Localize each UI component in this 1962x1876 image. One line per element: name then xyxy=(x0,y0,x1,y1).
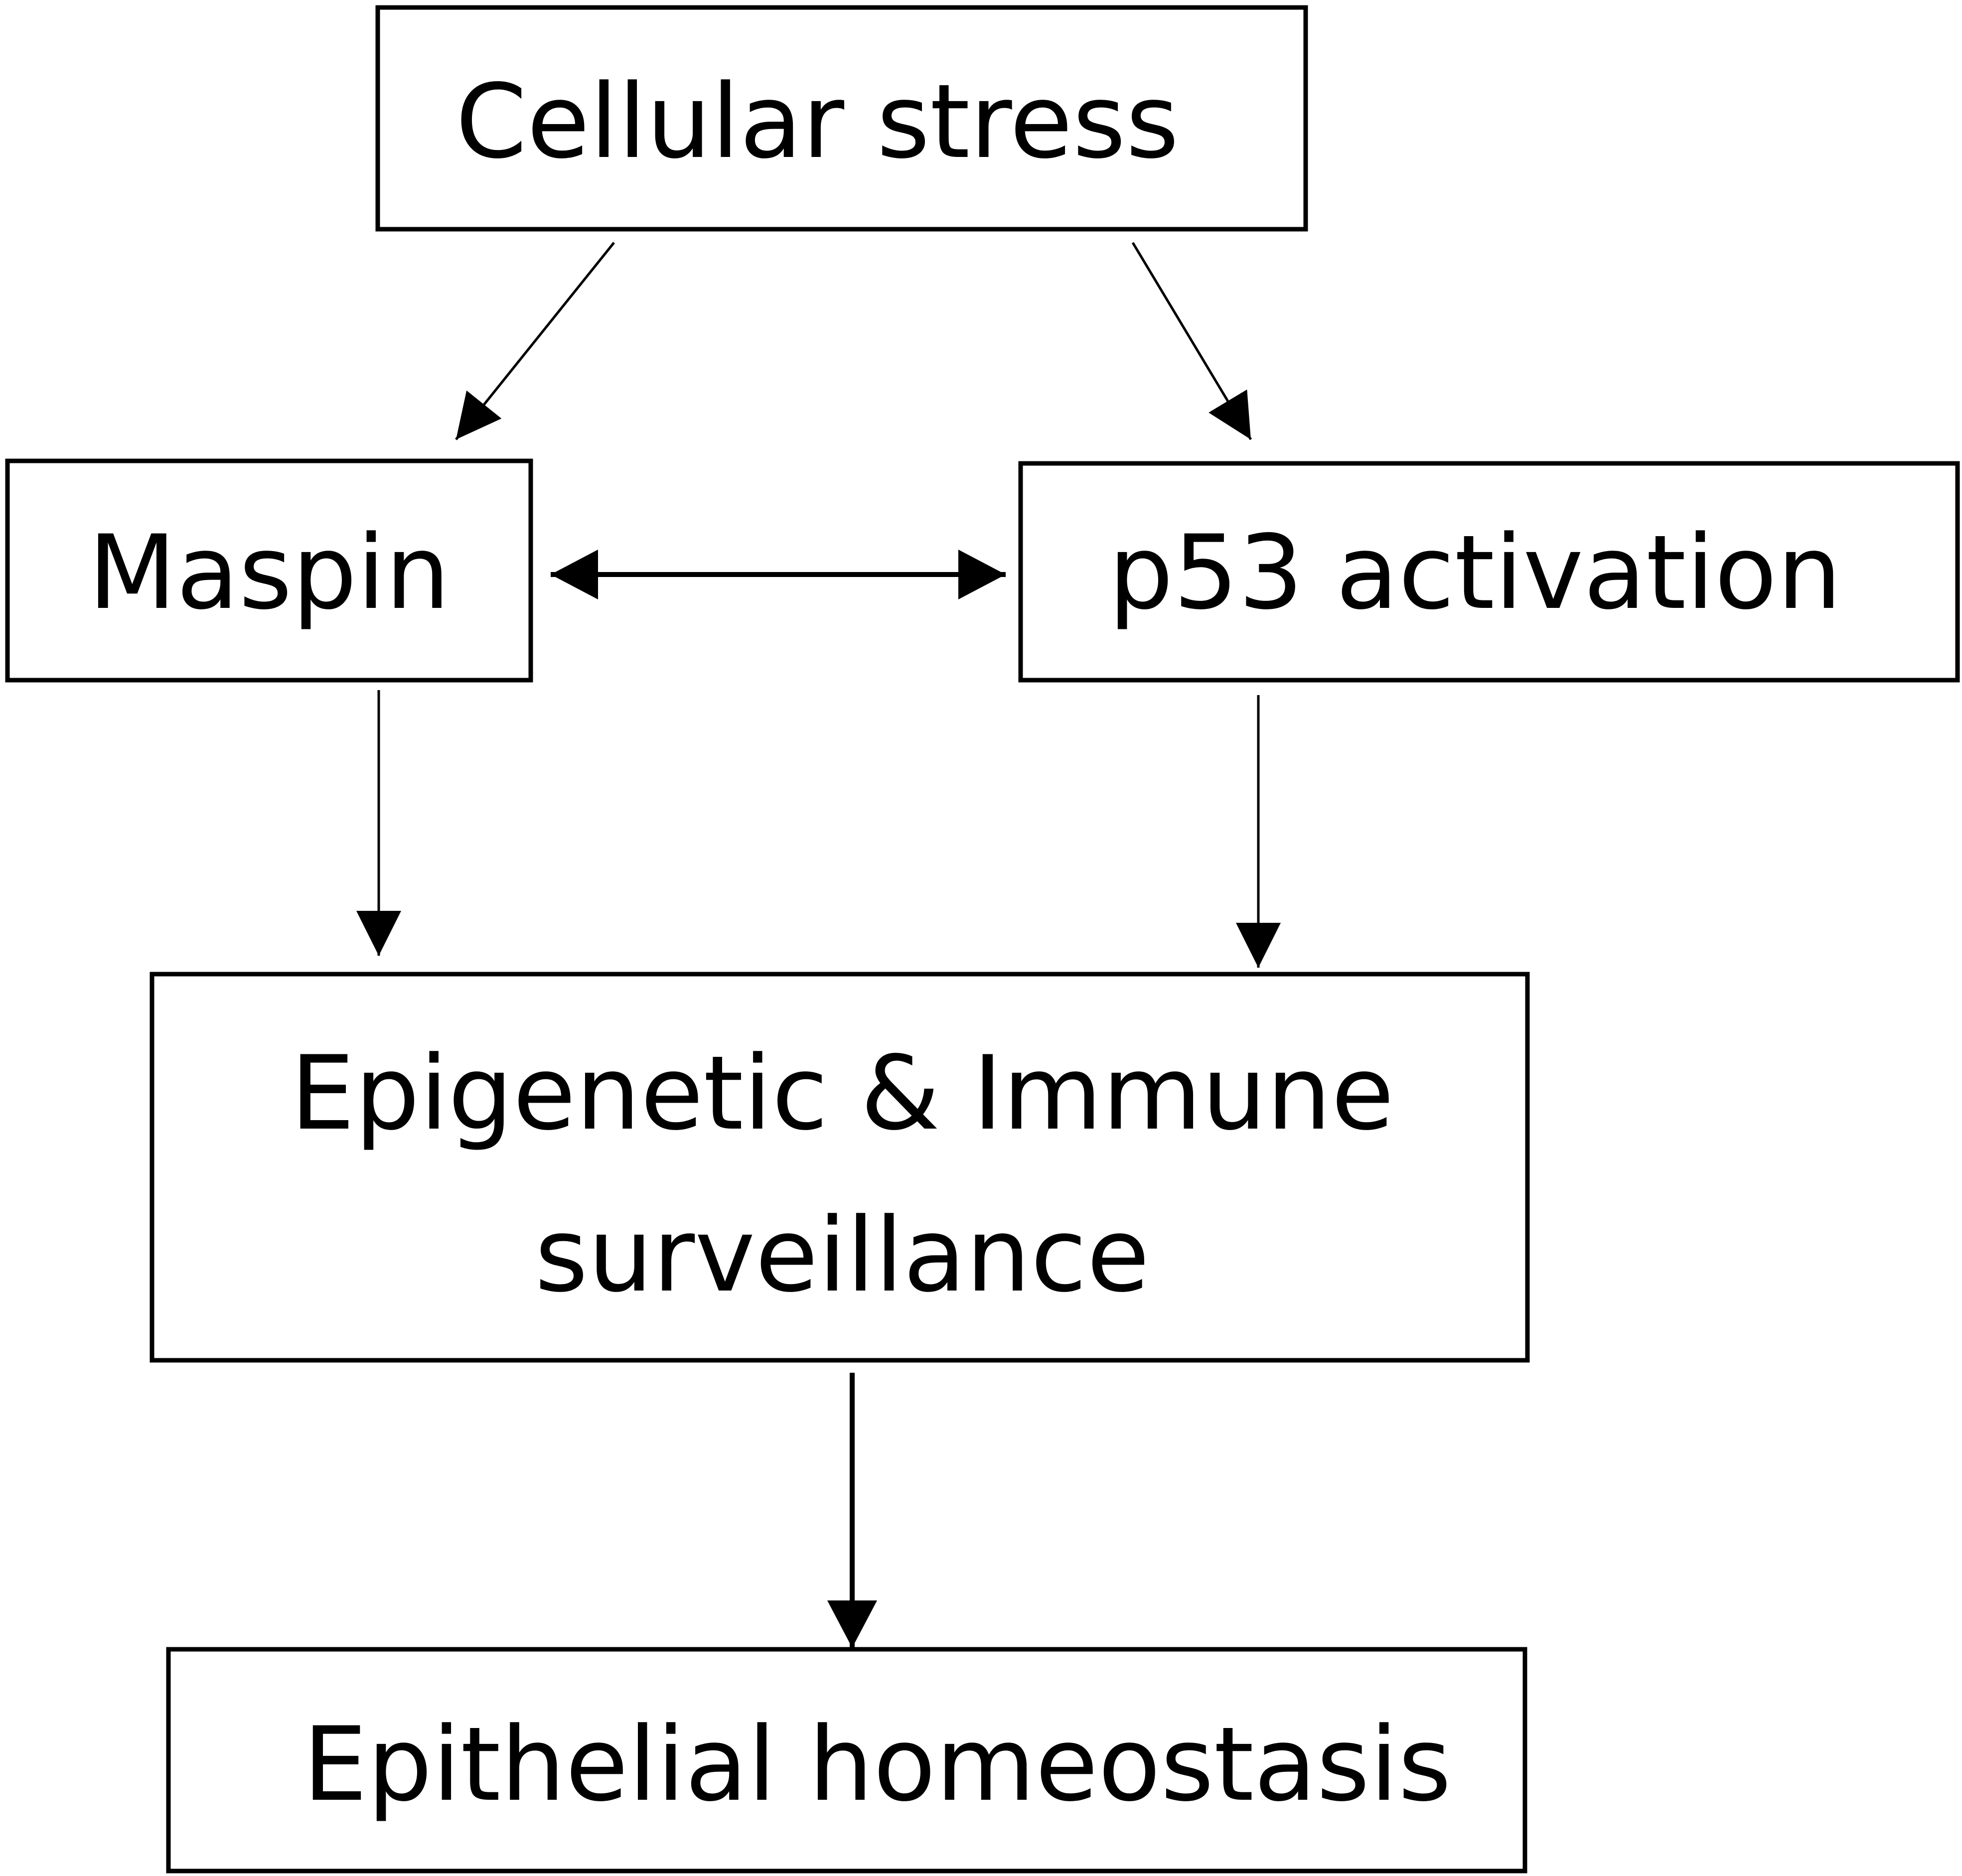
node-epithelial-homeostasis-label: Epithelial homeostasis xyxy=(303,1706,1452,1824)
node-p53-activation-box xyxy=(1018,461,1960,683)
node-epigenetic-immune-label-line2: surveillance xyxy=(535,1196,1150,1315)
edge-cellular-stress-to-maspin xyxy=(455,242,615,440)
node-maspin-label: Maspin xyxy=(88,514,450,632)
node-p53-activation-label: p53 activation xyxy=(1108,514,1841,632)
node-epigenetic-immune-label-line1: Epigenetic & Immune xyxy=(291,1034,1394,1153)
node-epigenetic-immune-surveillance: Epigenetic & Immune surveillance xyxy=(150,972,1530,1363)
node-epithelial-homeostasis-box xyxy=(166,1647,1527,1874)
node-cellular-stress-label: Cellular stress xyxy=(455,63,1179,181)
node-maspin: Maspin xyxy=(5,458,533,683)
node-epigenetic-immune-box xyxy=(150,972,1530,1363)
edge-cellular-stress-to-p53 xyxy=(1131,242,1252,440)
node-p53-activation: p53 activation xyxy=(1018,461,1960,683)
node-cellular-stress-box xyxy=(375,5,1308,232)
node-maspin-box xyxy=(5,458,533,683)
node-cellular-stress: Cellular stress xyxy=(375,5,1308,232)
node-epithelial-homeostasis: Epithelial homeostasis xyxy=(166,1647,1527,1874)
